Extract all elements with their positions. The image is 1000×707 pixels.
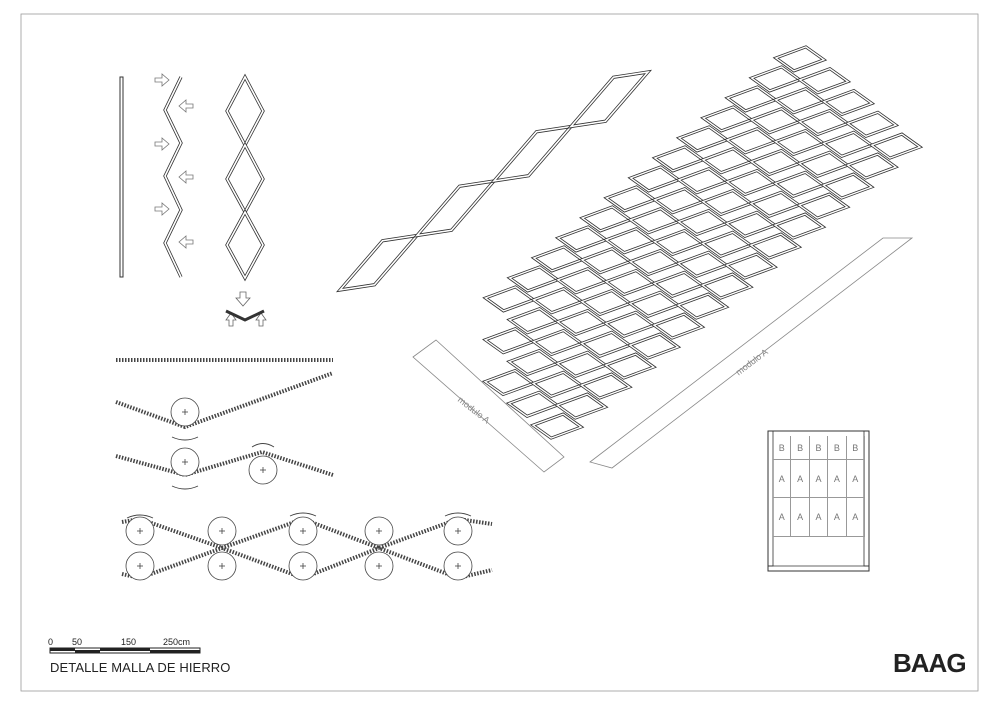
scale-label-0: 0	[48, 637, 54, 647]
roller	[170, 447, 200, 477]
module-cell: A	[846, 498, 865, 537]
push-arrow-right-icon	[154, 73, 170, 87]
roller	[443, 516, 473, 546]
module-cell: A	[773, 460, 792, 498]
push-arrows-right	[154, 73, 170, 216]
roller	[248, 455, 278, 485]
chain-diamond	[412, 178, 499, 238]
module-cell: A	[828, 498, 847, 537]
roller	[288, 551, 318, 581]
scale-label-150: 150	[121, 637, 137, 647]
module-cell: B	[828, 436, 847, 460]
roller	[443, 551, 473, 581]
v-bracket	[225, 309, 265, 322]
module-cell: A	[809, 460, 829, 498]
brand-logo: BAAG	[893, 648, 967, 678]
roller	[125, 516, 155, 546]
push-arrow-right-icon	[154, 137, 170, 151]
roller	[288, 516, 318, 546]
roller	[207, 551, 237, 581]
module-cell: B	[791, 436, 810, 460]
diamond-chain-vertical	[225, 73, 265, 282]
roller	[207, 516, 237, 546]
module-cell: B	[773, 436, 792, 460]
scale-bar	[49, 647, 201, 654]
roller	[170, 397, 200, 427]
roller	[364, 516, 394, 546]
module-cell: A	[791, 498, 810, 537]
press-arrows	[225, 291, 267, 327]
module-cell: B	[846, 436, 865, 460]
straight-bar	[119, 76, 124, 278]
expanded-metal-mesh	[481, 45, 924, 440]
push-arrow-left-icon	[178, 235, 194, 249]
scale-label-50: 50	[72, 637, 83, 647]
push-arrows-left	[178, 99, 194, 249]
sheet-frame	[20, 13, 979, 692]
module-cell: A	[773, 498, 792, 537]
roller	[364, 551, 394, 581]
roller	[125, 551, 155, 581]
module-cell: A	[828, 460, 847, 498]
diamond-chain-diagonal	[335, 69, 653, 293]
module-cell: B	[809, 436, 829, 460]
push-arrow-left-icon	[178, 170, 194, 184]
rotation-arrows	[126, 436, 472, 519]
chain-diamond	[489, 124, 576, 184]
scale-label-250: 250cm	[163, 637, 191, 647]
push-arrow-left-icon	[178, 99, 194, 113]
module-cell: A	[846, 460, 865, 498]
module-cell: A	[791, 460, 810, 498]
push-arrow-right-icon	[154, 202, 170, 216]
chain-diamond	[335, 233, 422, 293]
chain-diamond	[566, 69, 653, 129]
bending-rollers	[125, 397, 473, 581]
module-cell: A	[809, 498, 829, 537]
drawing-title: DETALLE MALLA DE HIERRO	[50, 660, 231, 675]
mesh-module-panel	[412, 237, 914, 473]
